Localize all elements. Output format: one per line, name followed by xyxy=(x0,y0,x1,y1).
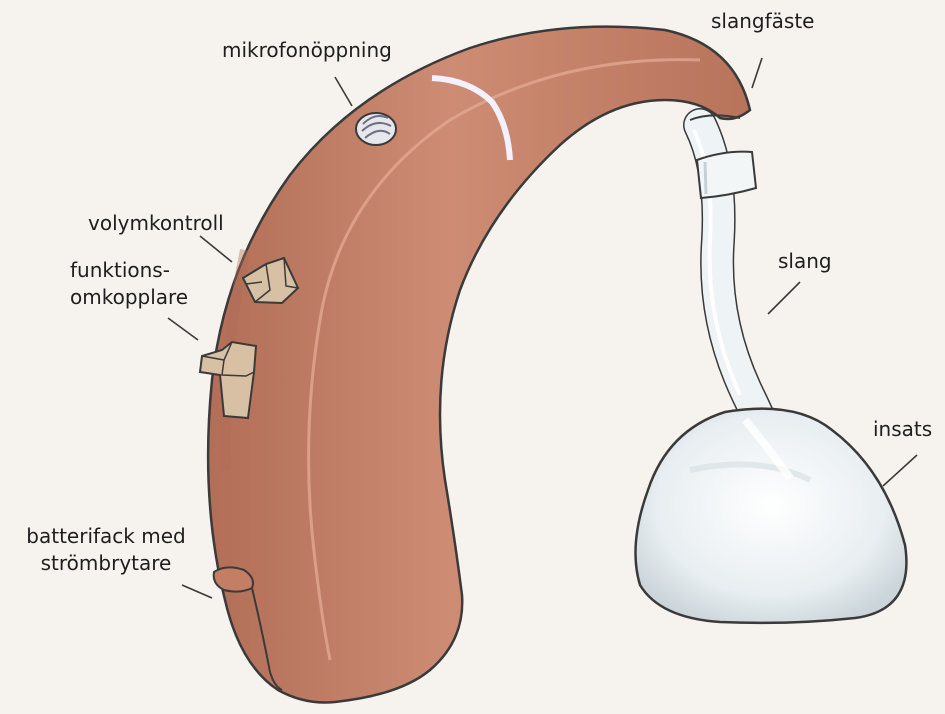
label-battery-line1: batterifack med xyxy=(8,524,204,549)
ear-tip xyxy=(636,409,907,623)
label-hose-mount: slangfäste xyxy=(711,9,814,34)
label-hose: slang xyxy=(778,249,832,274)
label-insert: insats xyxy=(873,417,932,442)
microphone-opening xyxy=(356,113,396,145)
leader-function xyxy=(168,318,198,340)
label-function-switch-line2: omkopplare xyxy=(70,285,188,310)
leader-insert xyxy=(883,455,917,486)
leader-volume xyxy=(200,236,232,262)
leader-hose xyxy=(768,282,800,314)
tube-ring xyxy=(697,152,756,198)
label-microphone-opening: mikrofonöppning xyxy=(222,38,392,63)
label-volume-control: volymkontroll xyxy=(88,211,224,236)
leader-battery xyxy=(182,585,212,598)
function-switch xyxy=(200,342,256,418)
label-battery-line2: strömbrytare xyxy=(8,551,204,576)
leader-microphone xyxy=(335,77,352,106)
label-function-switch-line1: funktions- xyxy=(70,258,170,283)
leader-hose-mount xyxy=(752,58,762,88)
